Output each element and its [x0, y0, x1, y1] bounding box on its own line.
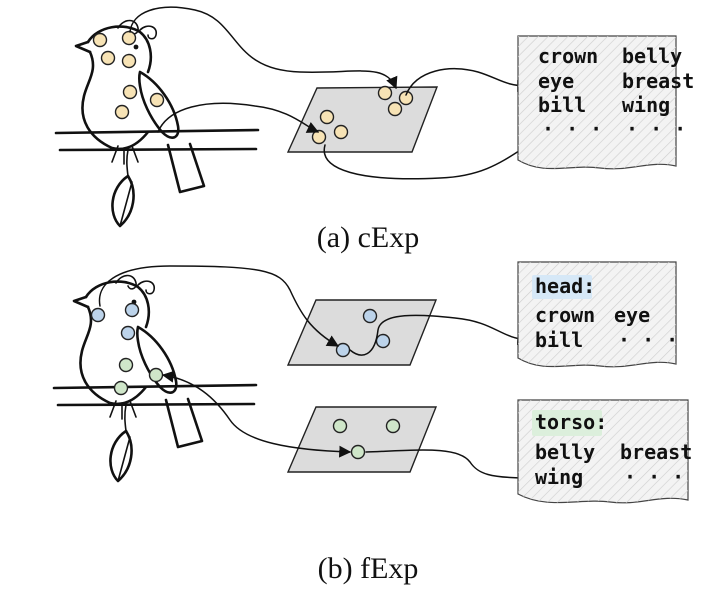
bird-dot-torso [113, 380, 129, 396]
bird-dot [121, 30, 137, 46]
concept-word: belly [535, 440, 595, 464]
head-concept-list: head: crown eye bill · · · [517, 261, 678, 368]
panel-b: head: crown eye bill · · · torso: belly … [52, 261, 692, 585]
bird-dot [100, 50, 116, 66]
concept-word: breast [620, 440, 692, 464]
concept-ellipsis: · · · [626, 117, 686, 141]
head-to-subspace-arrow [98, 265, 340, 347]
concept-word: belly [622, 44, 682, 68]
bird-dot [122, 84, 138, 100]
panel-a: crown belly eye breast bill wing · · · ·… [54, 6, 694, 254]
concept-list-a: crown belly eye breast bill wing · · · ·… [517, 35, 694, 170]
bird-dot-torso [118, 357, 134, 373]
caption-a: (a) cExp [317, 221, 419, 254]
plane-dot-torso [350, 444, 366, 460]
plane-dot-torso [332, 418, 348, 434]
bird-dot-head [120, 325, 136, 341]
concept-word: crown [538, 44, 598, 68]
head-label-highlight [532, 275, 592, 299]
torso-label-highlight [532, 410, 602, 436]
bird-dot [149, 92, 165, 108]
bird-dots-b-head [90, 302, 140, 341]
bird-dot-head [90, 307, 106, 323]
torso-concept-list: torso: belly breast wing · · · [517, 399, 692, 504]
plane-dot [387, 101, 403, 117]
bird-dots-b-torso [113, 357, 164, 396]
subspace-to-torso-concepts-arrow [365, 449, 532, 484]
bird-sketch-a [54, 19, 260, 228]
head-to-plane-arrow [129, 6, 398, 90]
bird-dot [114, 104, 130, 120]
concept-word: crown [535, 303, 595, 327]
concept-word: eye [538, 69, 574, 93]
torso-group-label: torso: [535, 410, 607, 434]
bird-dot-head [124, 302, 140, 318]
plane-dot-torso [385, 418, 401, 434]
bird-dot [121, 53, 137, 69]
concept-word: bill [538, 93, 586, 117]
concept-space-plane [286, 86, 439, 153]
wing-to-torso-subspace-arrow [161, 370, 352, 458]
plane-dot [377, 85, 393, 101]
plane-dot [311, 129, 327, 145]
concept-ellipsis: · · · [624, 465, 684, 489]
torso-subspace-plane [286, 406, 438, 473]
subspace-to-head-concepts-arrow [349, 314, 530, 356]
plane-dot-head [375, 333, 391, 349]
concept-note-hatch [518, 36, 676, 169]
concept-ellipsis: · · · [618, 328, 678, 352]
plane-dot [333, 124, 349, 140]
bird-dots-a [92, 30, 165, 120]
plane-dot-head [362, 308, 378, 324]
concept-word: bill [535, 328, 583, 352]
concept-word: eye [614, 303, 650, 327]
head-group-label: head: [535, 274, 595, 298]
concept-word: wing [535, 465, 583, 489]
plane-to-concepts-arrow [405, 67, 530, 96]
concept-word: breast [622, 69, 694, 93]
plane-dots-head [335, 308, 391, 358]
bird-dot-torso [148, 367, 164, 383]
caption-b: (b) fExp [318, 552, 419, 585]
plane-dot [398, 90, 414, 106]
concept-ellipsis: · · · [542, 117, 602, 141]
body-to-plane-arrow [157, 102, 320, 133]
bird-dot [92, 32, 108, 48]
concept-word: wing [622, 93, 670, 117]
plane-dot [319, 109, 335, 125]
